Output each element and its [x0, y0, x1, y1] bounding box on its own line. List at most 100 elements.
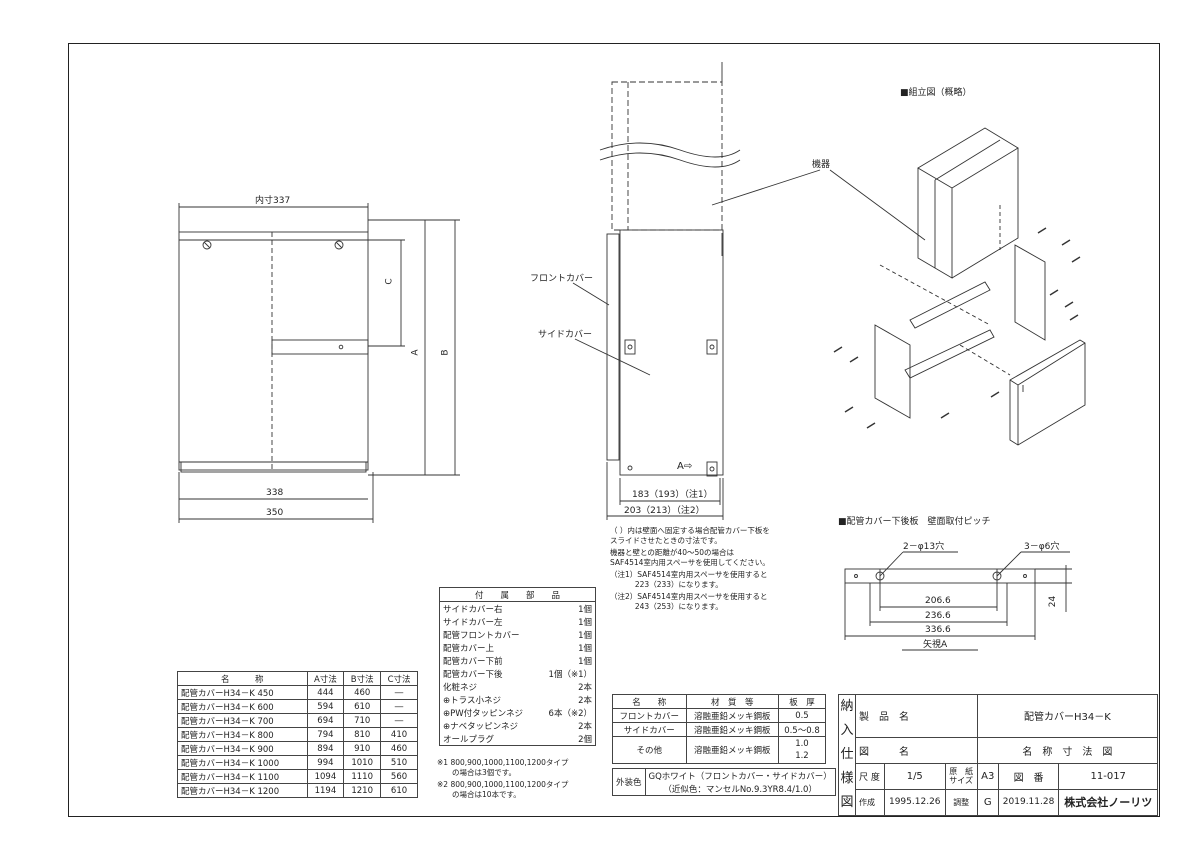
- part-name: ⊕トラス小ネジ: [443, 695, 501, 706]
- cell: 1210: [343, 783, 382, 798]
- side-char: 納: [840, 699, 854, 714]
- part-qty: 1個（※1）: [548, 669, 592, 680]
- cell: 610: [380, 783, 418, 798]
- cell: 1110: [343, 769, 382, 784]
- header-cell: C寸法: [380, 671, 418, 686]
- dim-338: 338: [266, 488, 284, 498]
- dim-24: 24: [1048, 595, 1059, 608]
- cell: 610: [343, 699, 382, 714]
- cell: 894: [306, 741, 345, 756]
- parts-row: サイドカバー右 1個: [440, 602, 596, 616]
- color-line: GQホワイト（フロントカバー・サイドカバー）: [644, 768, 836, 782]
- scale-label: 尺 度: [855, 762, 885, 790]
- cell: 1010: [343, 755, 382, 770]
- cell: 510: [380, 755, 418, 770]
- size-table-header: 名 称 A寸法 B寸法 C寸法: [177, 671, 418, 686]
- part-qty: 2本: [578, 682, 592, 693]
- cell: 配管カバーH34－K 1000: [177, 755, 308, 770]
- cell: サイドカバー: [612, 722, 687, 737]
- label-unit: 機器: [812, 160, 831, 170]
- part-qty: 2本: [578, 721, 592, 732]
- number-label: 図 番: [997, 762, 1060, 790]
- drawing-value: 名 称 寸 法 図: [976, 736, 1159, 764]
- cell: 910: [343, 741, 382, 756]
- cell: 560: [380, 769, 418, 784]
- cell: 配管カバーH34－K 450: [177, 685, 308, 700]
- part-name: 化粧ネジ: [443, 682, 478, 693]
- parts-row: ⊕トラス小ネジ 2本: [440, 693, 596, 706]
- dim-inner-337: 内寸337: [255, 196, 291, 206]
- cell: 994: [306, 755, 345, 770]
- part-qty: 2本: [578, 695, 592, 706]
- dim-183: 183（193）（注1）: [632, 490, 713, 500]
- cell: 0.5～0.8: [777, 722, 827, 737]
- view-a-label: 矢視A: [923, 640, 948, 650]
- pitch-drawing: [844, 551, 1072, 651]
- created-value: 1995.12.26: [883, 788, 946, 817]
- assembly-title: ■組立図（概略）: [900, 88, 972, 98]
- note-line: 機器と壁との距離が40～50の場合は: [610, 548, 735, 557]
- notes-block: （ ）内は壁面へ固定する場合配管カバー下板を スライドさせたときの寸法です。 機…: [610, 526, 770, 612]
- part-qty: 1個: [578, 617, 592, 628]
- dim-b: B: [440, 349, 451, 356]
- footnote-line: の場合は3個です。: [437, 768, 517, 777]
- dim-336: 336.6: [925, 625, 951, 635]
- cell: 配管カバーH34－K 700: [177, 713, 308, 728]
- assembly-drawing: [829, 127, 1086, 446]
- note-line: （注1）SAF4514室内用スペーサを使用すると: [610, 570, 768, 579]
- parts-row: サイドカバー左 1個: [440, 615, 596, 628]
- parts-footnotes: ※1 800,900,1000,1100,1200タイプ の場合は3個です。 ※…: [437, 758, 568, 800]
- hole-left-label: 2－φ13穴: [903, 542, 945, 552]
- cell: 溶融亜鉛メッキ鋼板: [685, 736, 779, 764]
- part-name: サイドカバー右: [443, 604, 503, 615]
- side-char: 図: [840, 795, 854, 810]
- label-front-cover: フロントカバー: [530, 274, 594, 284]
- cell: 配管カバーH34－K 600: [177, 699, 308, 714]
- created-label: 作成: [855, 788, 885, 817]
- drawing-label: 図 名: [855, 736, 978, 764]
- side-char: 様: [840, 771, 854, 786]
- header-cell: 名 称: [177, 671, 308, 686]
- cell: 溶融亜鉛メッキ鋼板: [685, 722, 779, 737]
- spec-side-label: 納 入 仕 様 図: [838, 694, 856, 816]
- header-cell: B寸法: [343, 671, 382, 686]
- dim-206: 206.6: [925, 596, 951, 606]
- title-block: 納 入 仕 様 図 製 品 名 配管カバーH34－K 図 名 名 称 寸 法 図…: [838, 694, 1159, 817]
- cell: 配管カバーH34－K 1200: [177, 783, 308, 798]
- part-name: サイドカバー左: [443, 617, 503, 628]
- dim-203: 203（213）（注2）: [624, 506, 705, 516]
- footnote-line: ※1 800,900,1000,1100,1200タイプ: [437, 758, 569, 767]
- dim-c: C: [384, 278, 395, 285]
- dim-350: 350: [266, 508, 284, 518]
- number-value: 11-017: [1058, 762, 1158, 790]
- cell: 1094: [306, 769, 345, 784]
- cell: フロントカバー: [612, 708, 687, 723]
- company-name: 株式会社ノーリツ: [1058, 788, 1158, 817]
- arrow-a-label: A⇨: [677, 461, 693, 472]
- cell: 溶融亜鉛メッキ鋼板: [685, 708, 779, 723]
- front-view-drawing: [178, 203, 460, 523]
- side-char: 仕: [840, 747, 854, 762]
- cell: ―: [380, 713, 418, 728]
- color-line: （近似色：マンセルNo.9.3YR8.4/1.0）: [644, 782, 836, 796]
- cell: 配管カバーH34－K 800: [177, 727, 308, 742]
- cell: 配管カバーH34－K 900: [177, 741, 308, 756]
- part-qty: 1個: [578, 604, 592, 615]
- part-name: ⊕PW付タッピンネジ: [443, 708, 523, 719]
- part-name: オールプラグ: [443, 734, 495, 745]
- part-name: 配管カバー下前: [443, 656, 503, 667]
- cell: 460: [343, 685, 382, 700]
- side-view-drawing: [572, 62, 821, 520]
- cell: 配管カバーH34－K 1100: [177, 769, 308, 784]
